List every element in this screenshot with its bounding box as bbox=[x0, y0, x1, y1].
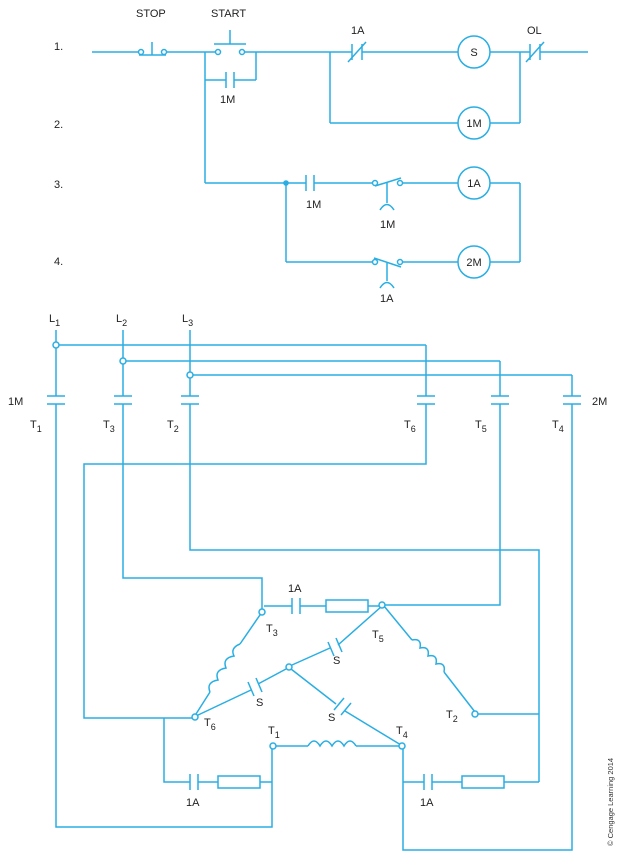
rung-4: 1A 2M bbox=[285, 183, 520, 305]
rung-label-3: 3. bbox=[54, 179, 63, 191]
motor-terminal-t1: T1 bbox=[268, 725, 280, 740]
timed-contact-1a bbox=[371, 257, 404, 289]
motor-terminal-t2: T2 bbox=[446, 709, 458, 724]
coil-s-label: S bbox=[470, 47, 477, 59]
resistor-1a-left-label: 1A bbox=[186, 797, 200, 809]
holding-contact-1m: 1M bbox=[204, 52, 257, 106]
coil-1m-label: 1M bbox=[466, 118, 481, 130]
line-label-l2: L2 bbox=[116, 313, 127, 328]
rung-1: STOP START 1A S bbox=[92, 8, 588, 69]
rung-label-2: 2. bbox=[54, 119, 63, 131]
coil-1a-label: 1A bbox=[467, 178, 481, 190]
timed-contact-1m-label: 1M bbox=[380, 219, 395, 231]
s-contact-bottom-label: S bbox=[328, 712, 335, 724]
s-contact-left-label: S bbox=[256, 697, 263, 709]
power-wiring bbox=[55, 404, 573, 851]
resistor-1a-top-label: 1A bbox=[288, 583, 302, 595]
motor-terminal-t6: T6 bbox=[204, 717, 216, 732]
terminal-label-t1: T1 bbox=[30, 419, 42, 434]
timed-contact-1m bbox=[371, 177, 404, 211]
start-pushbutton bbox=[214, 30, 246, 56]
starter-1m-label: 1M bbox=[8, 396, 23, 408]
contact-1a-nc-label: 1A bbox=[351, 25, 365, 37]
motor-terminal-t5: T5 bbox=[372, 629, 384, 644]
start-label: START bbox=[211, 8, 246, 20]
ladder-diagram: 1. 2. 3. 4. STOP START bbox=[54, 8, 588, 305]
terminal-label-t2: T2 bbox=[167, 419, 179, 434]
stop-label: STOP bbox=[136, 8, 166, 20]
rung-2: 1M bbox=[329, 52, 521, 140]
main-contacts bbox=[47, 395, 581, 405]
rung-label-4: 4. bbox=[54, 256, 63, 268]
stop-pushbutton bbox=[137, 42, 168, 56]
power-diagram: L1 L2 L3 1M 2M T1 T3 T2 T6 T bbox=[8, 313, 607, 851]
holding-contact-1m-label: 1M bbox=[220, 94, 235, 106]
rung-3: 1M 1M 1A bbox=[204, 80, 521, 262]
line-label-l3: L3 bbox=[182, 313, 193, 328]
terminal-label-t6: T6 bbox=[404, 419, 416, 434]
resistor-1a-right-label: 1A bbox=[420, 797, 434, 809]
motor-windings: 1A S S S T3 bbox=[163, 583, 539, 809]
terminal-label-t3: T3 bbox=[103, 419, 115, 434]
contact-ol-label: OL bbox=[527, 25, 542, 37]
timed-contact-1a-label: 1A bbox=[380, 293, 394, 305]
terminal-label-t5: T5 bbox=[475, 419, 487, 434]
rung-label-1: 1. bbox=[54, 41, 63, 53]
line-label-l1: L1 bbox=[49, 313, 60, 328]
coil-2m-label: 2M bbox=[466, 257, 481, 269]
coil-s: S bbox=[457, 35, 491, 69]
s-contact-top-label: S bbox=[333, 655, 340, 667]
motor-terminal-t4: T4 bbox=[396, 725, 408, 740]
motor-terminal-t3: T3 bbox=[266, 623, 278, 638]
copyright-notice: © Cengage Learning 2014 bbox=[606, 758, 615, 846]
contact-1m-rung3-label: 1M bbox=[306, 199, 321, 211]
terminal-label-t4: T4 bbox=[552, 419, 564, 434]
starter-2m-label: 2M bbox=[592, 396, 607, 408]
